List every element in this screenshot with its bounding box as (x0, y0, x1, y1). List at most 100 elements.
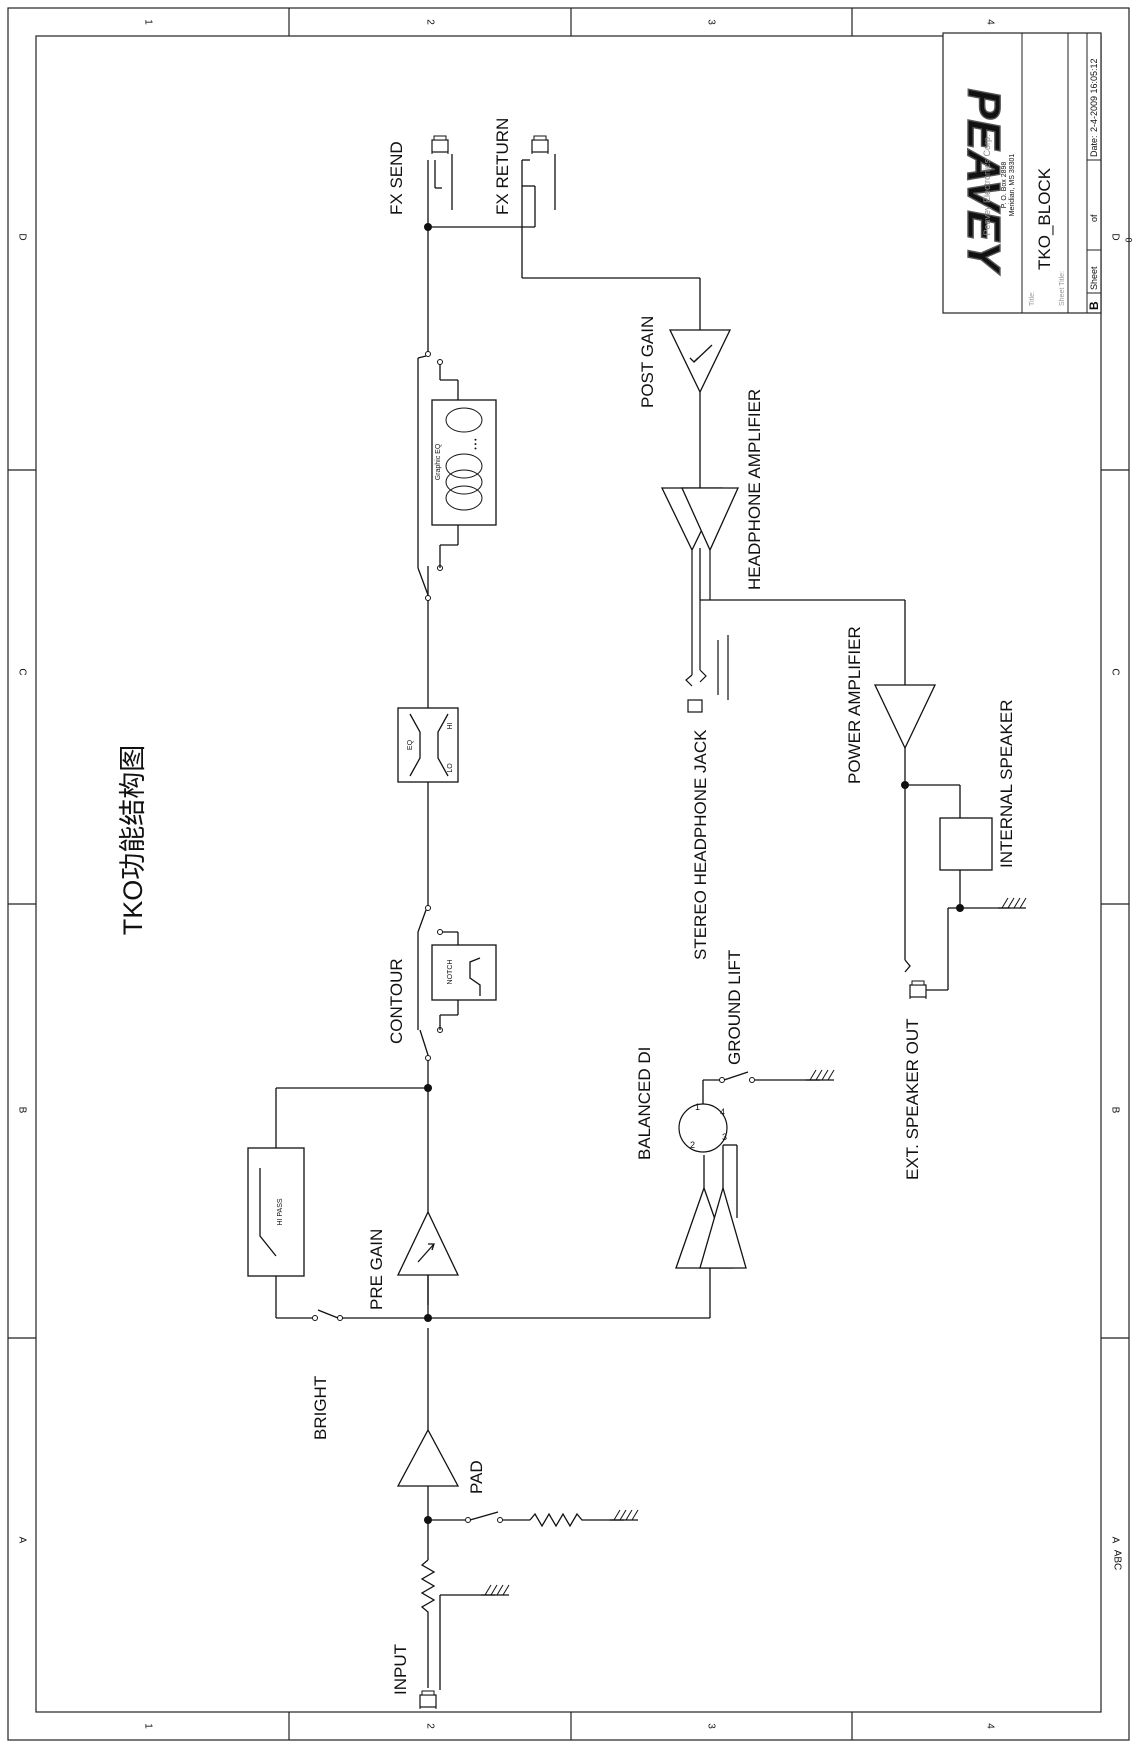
junction-fx (424, 223, 432, 231)
date-caption: Date: (1089, 135, 1099, 157)
pad-ground-icon (609, 1509, 639, 1521)
contour-switch-bottom-icon (419, 1029, 429, 1056)
internal-speaker-label: INTERNAL SPEAKER (997, 700, 1016, 868)
zone-right-d: D (1109, 233, 1120, 240)
fx-return-label: FX RETURN (493, 118, 512, 215)
xlr-pin-4: 4 (720, 1107, 725, 1117)
sheet-caption: Sheet (1089, 266, 1099, 290)
pad-label: PAD (467, 1460, 486, 1494)
zone-top-3: 3 (705, 19, 716, 25)
notch-curve-icon (469, 957, 481, 996)
stereo-headphone-jack-icon (685, 550, 729, 713)
inner-border (35, 35, 1102, 1713)
zone-ticks (8, 8, 1129, 1740)
notch-label: NOTCH (447, 960, 454, 985)
balanced-di-label: BALANCED DI (635, 1047, 654, 1160)
ground-lift-switch-icon (723, 1071, 749, 1081)
pad-resistor-icon (529, 1512, 610, 1528)
graphic-eq-box (431, 399, 497, 526)
graphic-eq-label: Graphic EQ (435, 443, 442, 480)
outer-border (7, 7, 1130, 1741)
graphic-eq-switch-top-icon (417, 355, 427, 359)
post-gain-label: POST GAIN (638, 316, 657, 408)
di-amp-lower-icon (699, 1185, 747, 1269)
xlr-pin-2: 2 (690, 1140, 695, 1150)
internal-speaker-icon (939, 817, 993, 871)
date-value: 2-4-2009 16:05:12 (1089, 58, 1099, 132)
xlr-pin-1: 1 (695, 1102, 700, 1112)
eq-curve-icon (409, 713, 421, 777)
hi-pass-filter-box (247, 1147, 305, 1277)
hi-pass-curve-icon (259, 1168, 277, 1257)
bright-switch-icon (317, 1309, 339, 1319)
zone-top-1: 1 (142, 19, 153, 25)
junction-hi-pass-out (424, 1084, 432, 1092)
eq-box (397, 707, 459, 783)
zone-right-a: A (1109, 1537, 1120, 1544)
drawing-title: TKO_BLOCK (1035, 167, 1054, 270)
headphone-amp-lower-icon (680, 487, 740, 552)
stereo-headphone-jack-label: STEREO HEADPHONE JACK (691, 729, 710, 960)
sheet-title-caption: Sheet Title: (1059, 271, 1066, 306)
junction-speaker (901, 781, 909, 789)
main-signal-wires (427, 178, 1010, 1688)
ground-lift-label: GROUND LIFT (725, 950, 744, 1065)
revision-value: 0 (1124, 237, 1134, 242)
zone-left-c: C (16, 668, 27, 675)
input-resistor-icon (420, 1559, 436, 1620)
post-gain-amp-icon (668, 329, 732, 394)
graphic-eq-dots: • • • (473, 438, 480, 450)
title-block: PEAVEY Peavey Electronics Corp. P. O. Bo… (942, 32, 1134, 314)
graphic-eq-bands-icon (445, 407, 483, 511)
diagram-title: TKO功能结构图 (118, 745, 148, 936)
fx-return-jack-icon (531, 135, 549, 155)
hi-pass-label: HI PASS (277, 1198, 284, 1225)
pad-switch-icon (469, 1511, 499, 1521)
junction-speaker-ground (956, 904, 964, 912)
fx-send-label: FX SEND (387, 141, 406, 215)
eq-hi-label: HI (447, 722, 454, 729)
pre-gain-label: PRE GAIN (367, 1229, 386, 1310)
headphone-amplifier-label: HEADPHONE AMPLIFIER (745, 389, 764, 590)
ground-lift-ground-icon (805, 1069, 835, 1081)
contour-label: CONTOUR (387, 958, 406, 1044)
notch-filter-box (431, 944, 497, 1001)
zone-bottom-3: 3 (705, 1723, 716, 1729)
zone-bottom-1: 1 (142, 1723, 153, 1729)
power-amplifier-label: POWER AMPLIFIER (845, 626, 864, 784)
peavey-logo-icon: PEAVEY (957, 88, 1010, 277)
input-label: INPUT (391, 1644, 410, 1695)
zone-bottom-2: 2 (424, 1723, 435, 1729)
zone-top-2: 2 (424, 19, 435, 25)
svg-text:PEAVEY: PEAVEY (958, 88, 1010, 276)
address-line-2: Meridian, MS 39301 (1009, 154, 1016, 217)
input-ground-icon (480, 1584, 510, 1596)
graphic-eq-switch-bottom-icon (417, 567, 429, 596)
company-name: Peavey Electronics Corp. (982, 134, 992, 235)
input-buffer-amp-icon (396, 1428, 460, 1487)
fx-send-jack-icon (431, 135, 449, 155)
title-caption: Title: (1029, 291, 1036, 306)
eq-label: EQ (407, 739, 414, 750)
zone-right-c: C (1109, 668, 1120, 675)
input-jack-icon (419, 1690, 437, 1710)
of-caption: of (1089, 214, 1099, 222)
zone-left-a: A (16, 1537, 27, 1544)
address-line-1: P. O. Box 2898 (1001, 162, 1008, 209)
contour-switch-top-icon (417, 909, 427, 933)
zone-left-b: B (16, 1107, 27, 1114)
bright-label: BRIGHT (311, 1376, 330, 1440)
speaker-ground-icon (997, 897, 1027, 909)
corner-mark: ABC (1111, 1550, 1122, 1571)
zone-top-4: 4 (984, 19, 995, 25)
zone-right-b: B (1109, 1107, 1120, 1114)
zone-bottom-4: 4 (984, 1723, 995, 1729)
zone-left-d: D (16, 233, 27, 240)
eq-lo-label: LO (447, 763, 454, 773)
power-amp-icon (873, 684, 937, 750)
ext-speaker-jack-icon (909, 980, 927, 1000)
ext-speaker-out-label: EXT. SPEAKER OUT (903, 1018, 922, 1180)
sheet-size: B (1087, 301, 1101, 310)
xlr-pin-3: 3 (722, 1132, 727, 1142)
